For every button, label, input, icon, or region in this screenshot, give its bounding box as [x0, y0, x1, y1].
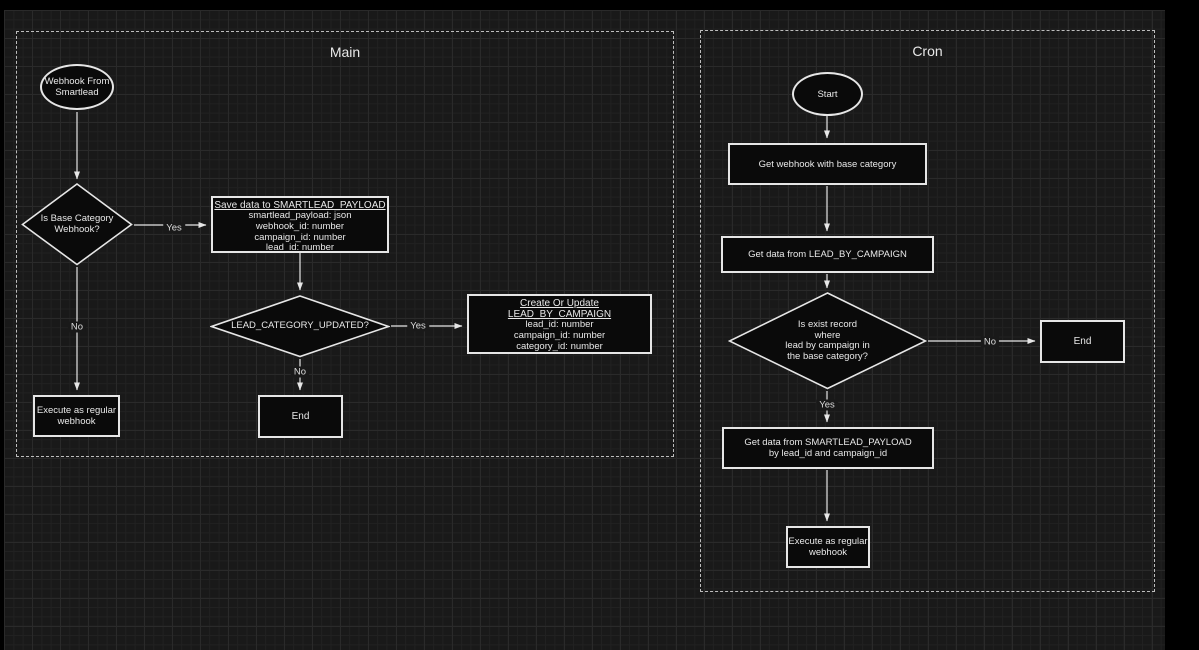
edge-label-main-no-end[interactable]: No — [290, 366, 310, 378]
node-is-base-category-webhook-label: Is Base Category Webhook? — [40, 213, 114, 235]
cron-group-title: Cron — [912, 43, 943, 59]
node-cron-execute-label: Execute as regular webhook — [788, 536, 868, 558]
node-create-update-field: category_id: number — [516, 340, 603, 352]
node-main-end[interactable]: End — [258, 395, 343, 438]
node-get-data-lead-label: Get data from LEAD_BY_CAMPAIGN — [748, 249, 907, 260]
main-group-container[interactable]: Main — [16, 31, 674, 457]
node-save-data-field: campaign_id: number — [254, 231, 346, 243]
edge-label-cron-no-end[interactable]: No — [980, 336, 1000, 348]
cron-group-container[interactable]: Cron — [700, 30, 1155, 592]
node-get-webhook-base-category[interactable]: Get webhook with base category — [728, 143, 927, 185]
node-webhook-from-smartlead-label: Webhook From Smartlead — [44, 76, 110, 98]
node-save-data-field: webhook_id: number — [255, 220, 345, 232]
node-lead-category-updated[interactable]: LEAD_CATEGORY_UPDATED? — [210, 295, 390, 358]
node-save-data-smartlead-payload[interactable]: Save data to SMARTLEAD_PAYLOAD smartlead… — [211, 196, 389, 253]
node-cron-end-label: End — [1073, 336, 1092, 347]
node-save-data-field: smartlead_payload: json — [248, 210, 352, 221]
node-cron-start-label: Start — [817, 88, 838, 100]
edge-label-main-no-execute[interactable]: No — [67, 321, 87, 333]
node-get-data-payload-label: Get data from SMARTLEAD_PAYLOAD by lead_… — [744, 437, 912, 459]
diamond-shape — [728, 292, 927, 390]
node-is-exist-record[interactable]: Is exist record where lead by campaign i… — [728, 292, 927, 390]
node-main-execute-label: Execute as regular webhook — [36, 405, 117, 427]
node-create-update-field: lead_id: number — [525, 319, 594, 330]
node-save-data-field: lead_id: number — [265, 242, 335, 254]
node-get-data-smartlead-payload[interactable]: Get data from SMARTLEAD_PAYLOAD by lead_… — [722, 427, 934, 469]
node-create-or-update-lead-by-campaign[interactable]: Create Or Update LEAD_BY_CAMPAIGN lead_i… — [467, 294, 652, 354]
diamond-shape — [210, 295, 390, 358]
main-group-title: Main — [329, 44, 361, 60]
node-create-update-title: Create Or Update LEAD_BY_CAMPAIGN — [507, 298, 612, 320]
node-get-data-lead-by-campaign[interactable]: Get data from LEAD_BY_CAMPAIGN — [721, 236, 934, 273]
node-cron-end[interactable]: End — [1040, 320, 1125, 363]
node-cron-execute-regular-webhook[interactable]: Execute as regular webhook — [786, 526, 870, 568]
node-main-execute-regular-webhook[interactable]: Execute as regular webhook — [33, 395, 120, 437]
node-is-base-category-webhook[interactable]: Is Base Category Webhook? — [21, 183, 133, 266]
node-is-exist-record-label: Is exist record where lead by campaign i… — [785, 319, 870, 362]
node-main-end-label: End — [291, 411, 310, 422]
diamond-shape — [21, 183, 133, 266]
edge-label-cron-yes-get[interactable]: Yes — [816, 399, 838, 411]
node-webhook-from-smartlead[interactable]: Webhook From Smartlead — [40, 64, 114, 110]
node-save-data-title: Save data to SMARTLEAD_PAYLOAD — [214, 200, 386, 211]
node-lead-category-updated-label: LEAD_CATEGORY_UPDATED? — [231, 320, 369, 332]
node-cron-start[interactable]: Start — [792, 72, 863, 116]
node-create-update-field: campaign_id: number — [513, 329, 606, 341]
edge-label-main-yes-create[interactable]: Yes — [407, 320, 429, 332]
edge-label-main-yes-save[interactable]: Yes — [163, 222, 185, 234]
node-get-webhook-label: Get webhook with base category — [758, 158, 897, 170]
